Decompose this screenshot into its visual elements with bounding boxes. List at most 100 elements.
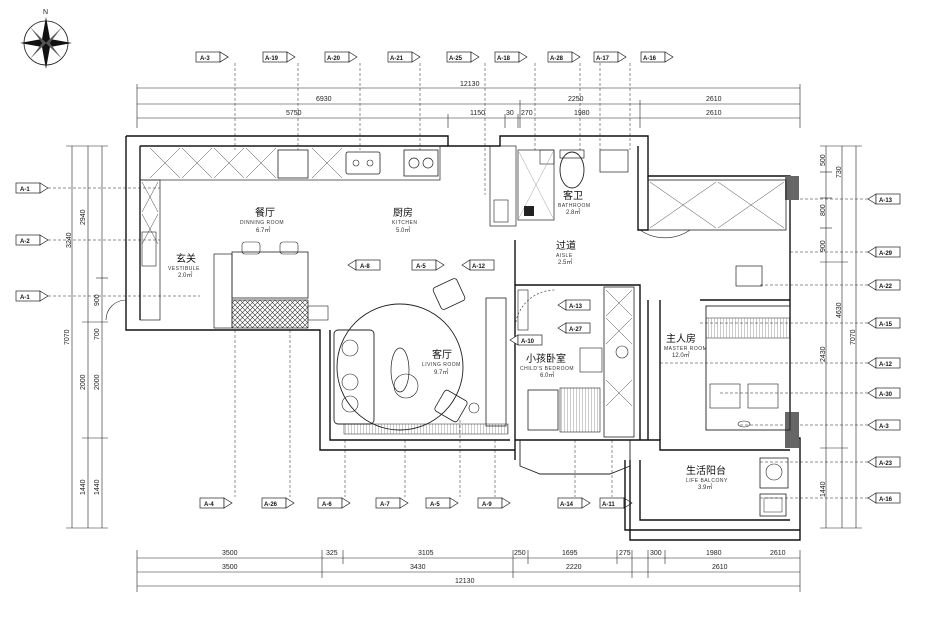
dim-right-inner-6: 1440 bbox=[820, 481, 827, 497]
room-label-dining: 餐厅 DINNING ROOM 6.7㎡ bbox=[240, 206, 284, 234]
bottom-tag-8: A-11 bbox=[602, 502, 615, 508]
armchair bbox=[432, 278, 466, 310]
right-tag-9: A-16 bbox=[879, 497, 893, 503]
right-tag-7: A-3 bbox=[879, 424, 889, 430]
dim-right-inner-3: 800 bbox=[820, 204, 827, 216]
master-bedroom-furniture bbox=[647, 179, 791, 431]
bottom-dimensions bbox=[136, 550, 801, 592]
room-child-en: CHILD'S BEDROOM bbox=[520, 366, 574, 372]
interior-tag-6: A-27 bbox=[569, 327, 583, 333]
compass-rose: N bbox=[20, 9, 72, 69]
room-child-zh: 小孩卧室 bbox=[526, 352, 566, 365]
doors bbox=[105, 229, 691, 331]
dim-top-row3-b: 1150 bbox=[470, 110, 485, 117]
living-room-furniture bbox=[333, 278, 509, 435]
wall-column bbox=[785, 176, 799, 200]
dim-bottom-total: 12130 bbox=[455, 578, 475, 585]
dining-table bbox=[213, 241, 329, 329]
room-label-child: 小孩卧室 CHILD'S BEDROOM 6.0㎡ bbox=[520, 352, 574, 379]
dim-left-mid-2: 900 bbox=[94, 294, 101, 306]
room-aisle-area: 2.5㎡ bbox=[558, 258, 572, 266]
room-bathroom-en: BATHROOM bbox=[558, 203, 591, 209]
desk bbox=[527, 389, 559, 431]
dim-right-inner-4: 900 bbox=[820, 240, 827, 252]
interior-tag-3: A-12 bbox=[472, 264, 486, 270]
room-dining-area: 6.7㎡ bbox=[256, 226, 270, 234]
dim-bottom-row2-b: 3430 bbox=[410, 564, 426, 571]
fridge-outline bbox=[277, 149, 309, 179]
right-dimensions bbox=[820, 145, 862, 529]
dim-left-mid-1: 2940 bbox=[80, 209, 87, 225]
left-tag-2: A-2 bbox=[20, 239, 30, 245]
room-aisle-zh: 过道 bbox=[556, 239, 576, 252]
sink-icon bbox=[345, 151, 381, 175]
right-tag-5: A-12 bbox=[879, 362, 893, 368]
room-child-area: 6.0㎡ bbox=[540, 371, 554, 379]
right-tag-1: A-13 bbox=[879, 198, 893, 204]
room-vestibule-zh: 玄关 bbox=[176, 252, 196, 265]
top-tag-1: A-3 bbox=[200, 56, 210, 62]
room-label-master: 主人房 MASTER ROOM 12.0㎡ bbox=[664, 332, 707, 359]
compass-north-label: N bbox=[43, 9, 48, 16]
room-master-zh: 主人房 bbox=[666, 332, 696, 345]
dim-right-mid: 4630 bbox=[836, 302, 843, 318]
top-dimensions bbox=[136, 84, 801, 128]
double-bed bbox=[705, 305, 791, 431]
bottom-tags: A-4 A-26 A-6 A-7 A-5 A-9 A-14 A-11 bbox=[199, 330, 633, 509]
tv-cabinet bbox=[485, 297, 507, 427]
bottom-tag-2: A-26 bbox=[264, 502, 278, 508]
room-balcony-zh: 生活阳台 bbox=[686, 464, 726, 477]
bottom-tag-4: A-7 bbox=[380, 502, 390, 508]
bottom-tag-5: A-5 bbox=[430, 502, 440, 508]
dim-top-row3-c: 30 bbox=[506, 110, 514, 117]
left-tags: A-1 A-2 A-1 bbox=[15, 182, 200, 302]
room-label-living: 客厅 LIVING ROOM 9.7㎡ bbox=[422, 348, 460, 376]
top-tag-6: A-18 bbox=[497, 56, 511, 62]
washing-machine bbox=[759, 457, 789, 489]
left-tag-1: A-1 bbox=[20, 187, 30, 193]
room-kitchen-area: 5.0㎡ bbox=[396, 226, 410, 234]
interior-tag-1: A-8 bbox=[360, 264, 370, 270]
toilet-icon bbox=[559, 151, 585, 189]
stove-icon bbox=[403, 149, 439, 177]
right-tag-3: A-22 bbox=[879, 284, 893, 290]
right-tag-4: A-15 bbox=[879, 322, 893, 328]
kitchen-counter bbox=[139, 145, 517, 321]
left-tag-3: A-1 bbox=[20, 295, 30, 301]
top-tag-4: A-21 bbox=[390, 56, 404, 62]
top-tag-5: A-25 bbox=[449, 56, 463, 62]
interior-tag-2: A-5 bbox=[416, 264, 426, 270]
room-vestibule-area: 2.0㎡ bbox=[178, 271, 192, 279]
room-kitchen-en: KITCHEN bbox=[392, 220, 417, 226]
room-living-zh: 客厅 bbox=[432, 348, 452, 361]
wardrobe bbox=[603, 286, 635, 438]
room-balcony-area: 3.9㎡ bbox=[698, 483, 712, 491]
interior-tag-4: A-10 bbox=[521, 339, 535, 345]
basin-icon bbox=[599, 149, 629, 173]
interior-tag-5: A-13 bbox=[569, 304, 583, 310]
dim-right-outer: 7070 bbox=[850, 329, 857, 345]
dim-bottom-row1-e: 1695 bbox=[562, 550, 578, 557]
dim-bottom-row1-b: 325 bbox=[326, 550, 338, 557]
dim-bottom-row2-d: 2610 bbox=[712, 564, 728, 571]
dim-top-row2-b: 2250 bbox=[568, 96, 584, 103]
room-label-aisle: 过道 AISLE 2.5㎡ bbox=[556, 239, 576, 266]
child-bedroom-furniture bbox=[517, 286, 635, 475]
dim-bottom-row1-h: 1980 bbox=[706, 550, 722, 557]
wall-column bbox=[785, 412, 799, 448]
dim-right-inner-5: 2430 bbox=[820, 346, 827, 362]
dim-top-row2-a: 6930 bbox=[316, 96, 332, 103]
shoe-cabinet bbox=[231, 299, 309, 329]
dim-bottom-row1-a: 3500 bbox=[222, 550, 238, 557]
top-tag-3: A-20 bbox=[327, 56, 341, 62]
dim-top-row3-f: 2610 bbox=[706, 110, 722, 117]
bottom-tag-6: A-9 bbox=[482, 502, 492, 508]
dim-bottom-row1-d: 250 bbox=[514, 550, 526, 557]
dim-top-total: 12130 bbox=[460, 81, 480, 88]
room-dining-zh: 餐厅 bbox=[255, 206, 275, 219]
room-bathroom-area: 2.8㎡ bbox=[566, 208, 580, 216]
room-label-kitchen: 厨房 KITCHEN 5.0㎡ bbox=[392, 206, 417, 234]
master-wardrobe bbox=[647, 179, 787, 231]
top-tag-7: A-28 bbox=[550, 56, 564, 62]
